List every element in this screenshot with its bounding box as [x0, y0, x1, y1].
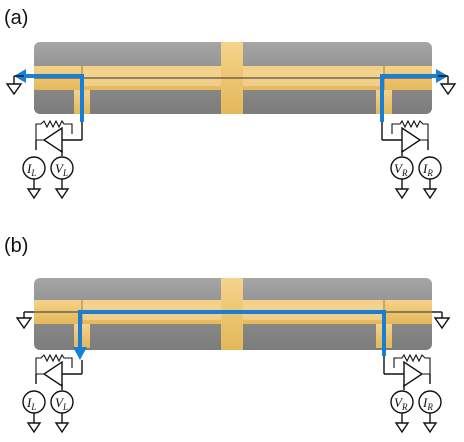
svg-text:VL: VL [55, 161, 68, 178]
feedback-resistor [391, 119, 429, 141]
right-lead-ground [438, 75, 457, 96]
left-current-arrow [24, 74, 84, 122]
left-lead-ground [15, 311, 34, 330]
source-symbol: V [394, 161, 404, 176]
feedback-resistor [35, 119, 73, 141]
panel-label: (a) [4, 7, 28, 29]
source-symbol: I [26, 395, 32, 410]
svg-text:IL: IL [26, 395, 36, 412]
svg-text:IR: IR [422, 161, 433, 178]
source-subscript: L [30, 402, 36, 412]
source-subscript: R [401, 168, 408, 178]
svg-text:VR: VR [394, 395, 408, 412]
source-subscript: L [30, 168, 36, 178]
amplifier [42, 126, 63, 154]
feedback-resistor [393, 353, 431, 375]
svg-text:IL: IL [26, 161, 36, 178]
source-symbol: V [55, 395, 65, 410]
feedback-resistor [35, 353, 73, 375]
panel-label: (b) [4, 235, 28, 257]
source-symbol: V [394, 395, 404, 410]
amplifier [42, 360, 63, 388]
source-symbol: I [422, 161, 428, 176]
left-circuit: IL VL [22, 119, 83, 200]
source-symbol: V [55, 161, 65, 176]
left-lead-ground [5, 75, 24, 96]
device [34, 42, 432, 114]
down-arrowhead [73, 347, 87, 360]
source-subscript: L [62, 168, 68, 178]
svg-text:VL: VL [55, 395, 68, 412]
right-current-arrow [380, 74, 438, 122]
source-subscript: R [426, 402, 433, 412]
left-circuit: IL VL [22, 353, 83, 434]
source-symbol: I [26, 161, 32, 176]
through-current-arrow [78, 310, 386, 356]
source-subscript: R [426, 168, 433, 178]
panel-b: (b) [4, 235, 451, 434]
svg-text:IR: IR [422, 395, 433, 412]
right-circuit: VR IR [383, 353, 442, 434]
source-symbol: I [422, 395, 428, 410]
current-path [73, 310, 386, 360]
source-subscript: L [62, 402, 68, 412]
amplifier [403, 360, 424, 388]
right-circuit: VR IR [381, 119, 442, 200]
source-subscript: R [401, 402, 408, 412]
svg-text:VR: VR [394, 161, 408, 178]
right-lead-ground [432, 311, 451, 330]
amplifier [401, 126, 422, 154]
panel-a: (a) [4, 7, 457, 200]
